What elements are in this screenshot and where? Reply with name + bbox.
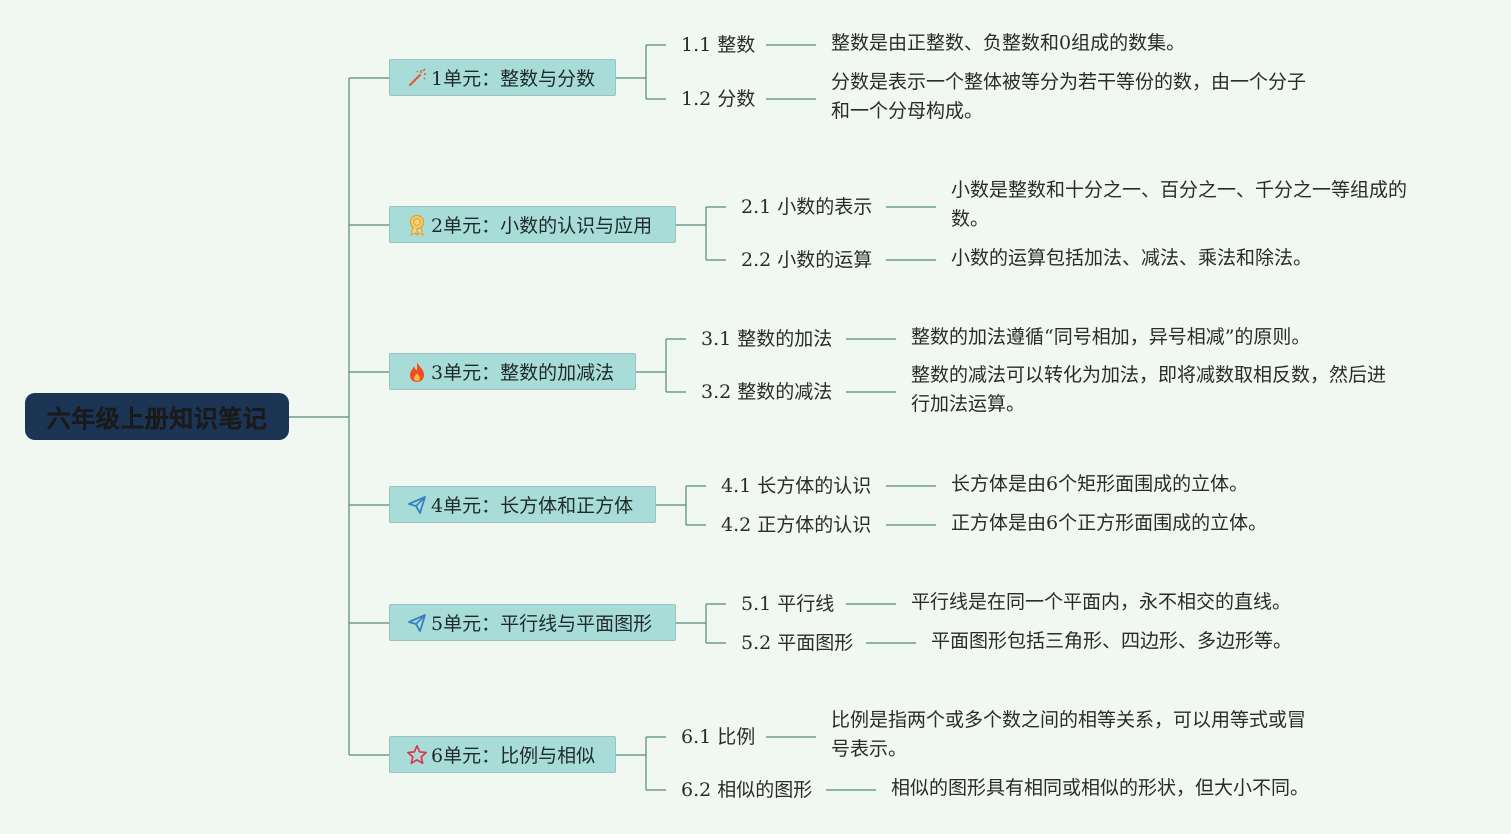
subtopic-2-2[interactable]: 2.2 小数的运算 <box>741 249 873 271</box>
unit-node-5[interactable]: 5单元：平行线与平面图形 <box>389 604 676 641</box>
unit-label: 2单元：小数的认识与应用 <box>431 215 653 237</box>
description-line: 比例是指两个或多个数之间的相等关系，可以用等式或冒 <box>831 709 1307 731</box>
subtopic-4-1[interactable]: 4.1 长方体的认识 <box>721 475 872 497</box>
description-1-1: 整数是由正整数、负整数和0组成的数集。 <box>831 29 1185 58</box>
description-2-1: 小数是整数和十分之一、百分之一、千分之一等组成的数。 <box>951 176 1407 234</box>
unit-node-1[interactable]: 1单元：整数与分数 <box>389 59 616 96</box>
description-3-2: 整数的减法可以转化为加法，即将减数取相反数，然后进行加法运算。 <box>911 361 1386 419</box>
description-line: 小数是整数和十分之一、百分之一、千分之一等组成的 <box>951 179 1408 201</box>
description-6-1: 比例是指两个或多个数之间的相等关系，可以用等式或冒号表示。 <box>831 706 1306 764</box>
unit-node-6[interactable]: 6单元：比例与相似 <box>389 736 616 773</box>
subtopic-1-1[interactable]: 1.1 整数 <box>681 34 756 56</box>
subtopic-6-2[interactable]: 6.2 相似的图形 <box>681 779 813 801</box>
unit-label: 6单元：比例与相似 <box>431 745 596 767</box>
description-line: 正方体是由6个正方形面围成的立体。 <box>951 511 1268 534</box>
description-line: 相似的图形具有相同或相似的形状，但大小不同。 <box>891 776 1310 799</box>
description-line: 整数的减法可以转化为加法，即将减数取相反数，然后进 <box>911 364 1387 386</box>
description-line: 平面图形包括三角形、四边形、多边形等。 <box>931 629 1293 652</box>
subtopic-3-2[interactable]: 3.2 整数的减法 <box>701 381 833 403</box>
description-line: 行加法运算。 <box>911 393 1026 415</box>
unit-label: 4单元：长方体和正方体 <box>431 495 634 517</box>
description-4-2: 正方体是由6个正方形面围成的立体。 <box>951 509 1267 538</box>
unit-label: 1单元：整数与分数 <box>431 68 596 90</box>
description-6-2: 相似的图形具有相同或相似的形状，但大小不同。 <box>891 774 1309 803</box>
star-outline-icon <box>406 744 428 766</box>
subtopic-5-1[interactable]: 5.1 平行线 <box>741 593 835 615</box>
description-line: 小数的运算包括加法、减法、乘法和除法。 <box>951 246 1313 269</box>
description-5-2: 平面图形包括三角形、四边形、多边形等。 <box>931 627 1292 656</box>
description-line: 整数的加法遵循“同号相加，异号相减”的原则。 <box>911 325 1311 348</box>
description-line: 数。 <box>951 208 990 230</box>
description-line: 长方体是由6个矩形面围成的立体。 <box>951 472 1249 495</box>
root-title: 六年级上册知识笔记 <box>46 405 268 433</box>
magic-wand-icon <box>406 67 428 89</box>
unit-label: 5单元：平行线与平面图形 <box>431 613 653 635</box>
description-line: 平行线是在同一个平面内，永不相交的直线。 <box>911 590 1292 613</box>
description-2-2: 小数的运算包括加法、减法、乘法和除法。 <box>951 244 1312 273</box>
subtopic-6-1[interactable]: 6.1 比例 <box>681 726 756 748</box>
subtopic-4-2[interactable]: 4.2 正方体的认识 <box>721 514 872 536</box>
description-5-1: 平行线是在同一个平面内，永不相交的直线。 <box>911 588 1291 617</box>
subtopic-3-1[interactable]: 3.1 整数的加法 <box>701 328 833 350</box>
unit-node-2[interactable]: 2单元：小数的认识与应用 <box>389 206 676 243</box>
description-line: 分数是表示一个整体被等分为若干等份的数，由一个分子 <box>831 71 1307 93</box>
fire-icon <box>406 361 428 383</box>
paper-plane-icon <box>406 494 428 516</box>
subtopic-5-2[interactable]: 5.2 平面图形 <box>741 632 854 654</box>
description-4-1: 长方体是由6个矩形面围成的立体。 <box>951 470 1248 499</box>
description-1-2: 分数是表示一个整体被等分为若干等份的数，由一个分子和一个分母构成。 <box>831 68 1306 126</box>
unit-label: 3单元：整数的加减法 <box>431 362 615 384</box>
subtopic-1-2[interactable]: 1.2 分数 <box>681 88 756 110</box>
award-ribbon-icon <box>406 214 428 236</box>
root-node[interactable]: 六年级上册知识笔记 <box>25 393 289 440</box>
description-line: 和一个分母构成。 <box>831 100 984 122</box>
description-line: 号表示。 <box>831 738 908 760</box>
subtopic-2-1[interactable]: 2.1 小数的表示 <box>741 196 873 218</box>
unit-node-4[interactable]: 4单元：长方体和正方体 <box>389 486 656 523</box>
paper-plane-icon <box>406 612 428 634</box>
unit-node-3[interactable]: 3单元：整数的加减法 <box>389 353 636 390</box>
description-3-1: 整数的加法遵循“同号相加，异号相减”的原则。 <box>911 323 1310 352</box>
description-line: 整数是由正整数、负整数和0组成的数集。 <box>831 31 1186 54</box>
